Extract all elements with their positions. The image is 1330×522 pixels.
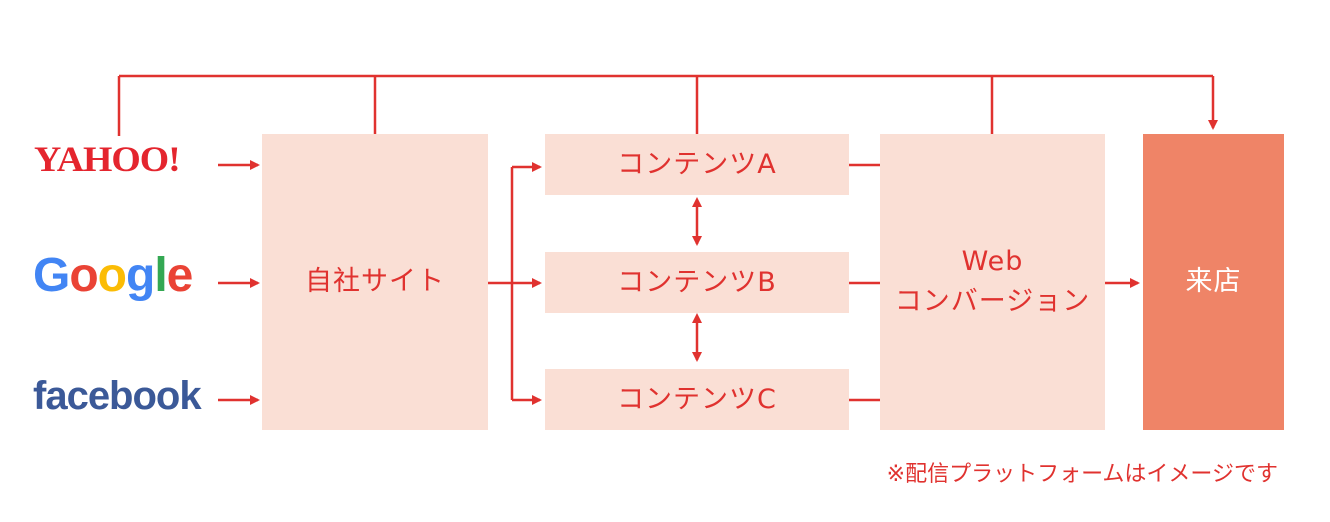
content-a-box: コンテンツA	[545, 134, 849, 195]
google-logo-letter: o	[69, 249, 98, 302]
content-b-label: コンテンツB	[617, 266, 777, 298]
content-c-box: コンテンツC	[545, 369, 849, 430]
google-logo-letter: g	[126, 249, 155, 302]
google-logo: Google	[33, 248, 194, 303]
google-logo-letter: G	[33, 249, 70, 302]
store-box: 来店	[1143, 134, 1284, 430]
content-a-label: コンテンツA	[617, 148, 777, 180]
content-b-box: コンテンツB	[545, 252, 849, 313]
yahoo-logo: YAHOO!	[34, 139, 181, 179]
google-logo-letter: o	[97, 249, 127, 302]
platform-note: ※配信プラットフォームはイメージです	[886, 462, 1278, 487]
web-conversion-label-line1: Web	[961, 246, 1024, 277]
facebook-logo: facebook	[33, 374, 202, 418]
web-conversion-label-line2: コンバージョン	[894, 286, 1091, 317]
google-logo-text: Google	[33, 249, 194, 302]
content-c-label: コンテンツC	[617, 383, 777, 415]
web-conversion-box: Web コンバージョン	[880, 134, 1105, 430]
own-site-box: 自社サイト	[262, 134, 488, 430]
own-site-label: 自社サイト	[305, 266, 445, 297]
google-logo-letter: e	[166, 249, 194, 302]
store-label: 来店	[1185, 266, 1242, 297]
google-logo-letter: l	[154, 249, 167, 302]
